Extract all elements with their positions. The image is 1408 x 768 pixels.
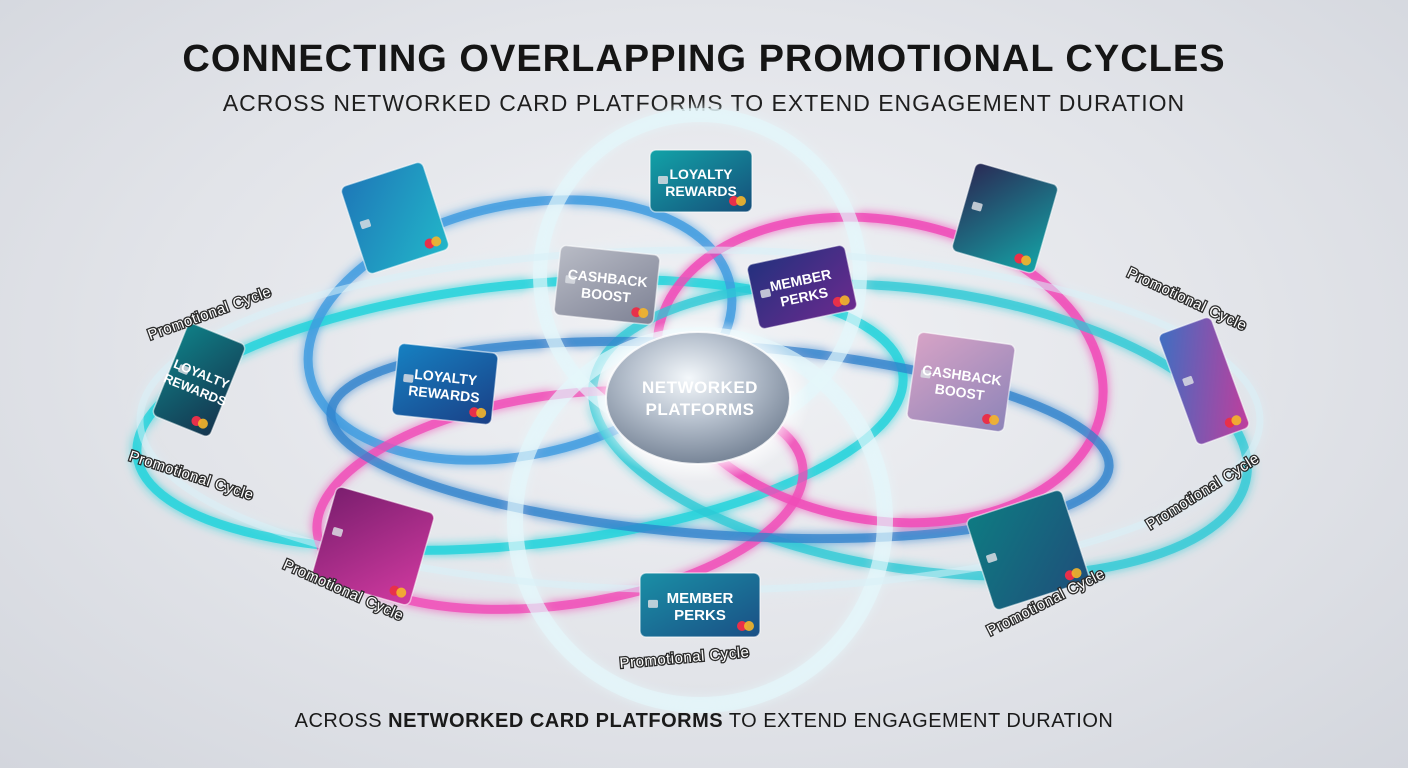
card-network-logo-icon [839,295,850,306]
card-label-line2: PERKS [674,607,726,624]
card-network-logo-icon [197,418,208,429]
card-face [311,486,435,606]
footer-emphasis: NETWORKED CARD PLATFORMS [388,710,724,732]
card-network-logo-icon [736,196,746,206]
promotional-cards: LOYALTYREWARDSCASHBACKBOOSTMEMBERPERKSLO… [152,149,1250,638]
card-network-logo-icon [396,587,407,598]
card-chip-icon [920,369,932,379]
card-network-logo-icon [476,407,487,418]
card-face [966,489,1090,611]
card-label-line1: MEMBER [667,590,734,607]
card-network-logo-icon [1231,415,1242,426]
card-chip-icon [359,219,372,230]
card-chip-icon [565,275,576,284]
card-chip-icon [1182,375,1194,387]
card-network-logo-icon [744,621,754,631]
cycle-ring-pink-left [312,386,808,614]
card-chip-icon [658,176,668,185]
card-network-logo-icon [737,621,747,631]
card-network-logo-icon [638,307,649,318]
card-face [639,572,761,638]
card-chip-icon [760,288,771,299]
card-label-line1: LOYALTY [414,366,479,389]
card-chip-icon [971,201,983,212]
card-face [553,244,661,326]
card-chip-icon [331,527,344,537]
hub-label-line1: NETWORKED [642,378,758,397]
hub-label-line2: PLATFORMS [645,400,754,419]
footer-caption: ACROSS NETWORKED CARD PLATFORMS TO EXTEN… [0,710,1408,733]
card-label-line2: REWARDS [408,382,481,405]
cycle-ring-blue-left [303,195,737,465]
footer-prefix: ACROSS [294,710,389,732]
card-face [1158,316,1250,446]
card-face [746,244,858,330]
cycle-ring-cyan-left [132,275,908,555]
card-blank-bottom-left [311,486,435,606]
card-face [906,331,1016,433]
card-face [951,162,1059,274]
card-chip-icon [986,552,998,563]
card-label-line2: BOOST [934,381,986,404]
card-blank-far-right [1158,316,1250,446]
card-chip-icon [403,374,414,383]
card-chip-icon [178,364,190,375]
card-face [391,342,499,426]
footer-suffix: TO EXTEND ENGAGEMENT DURATION [723,710,1114,732]
card-label-line2: REWARDS [665,183,737,199]
card-network-logo-icon [431,236,442,247]
cycle-label: Promotional Cycle [619,644,750,672]
card-chip-icon [648,599,658,608]
card-blank-bottom-right [966,489,1090,611]
card-face [340,161,450,275]
card-label-line2: BOOST [580,284,632,305]
card-network-logo-icon [1021,255,1032,266]
card-face [649,149,753,213]
card-network-logo-icon [729,196,739,206]
card-blank-top-right [951,162,1059,274]
networked-platforms-hub: NETWORKED PLATFORMS [586,318,810,482]
card-network-logo-icon [1071,568,1082,579]
page-title: CONNECTING OVERLAPPING PROMOTIONAL CYCLE… [182,38,1226,80]
card-network-logo-icon [989,414,1000,425]
card-blank-top-left [340,161,450,275]
card-face [152,323,246,437]
card-label-line1: LOYALTY [669,166,733,182]
